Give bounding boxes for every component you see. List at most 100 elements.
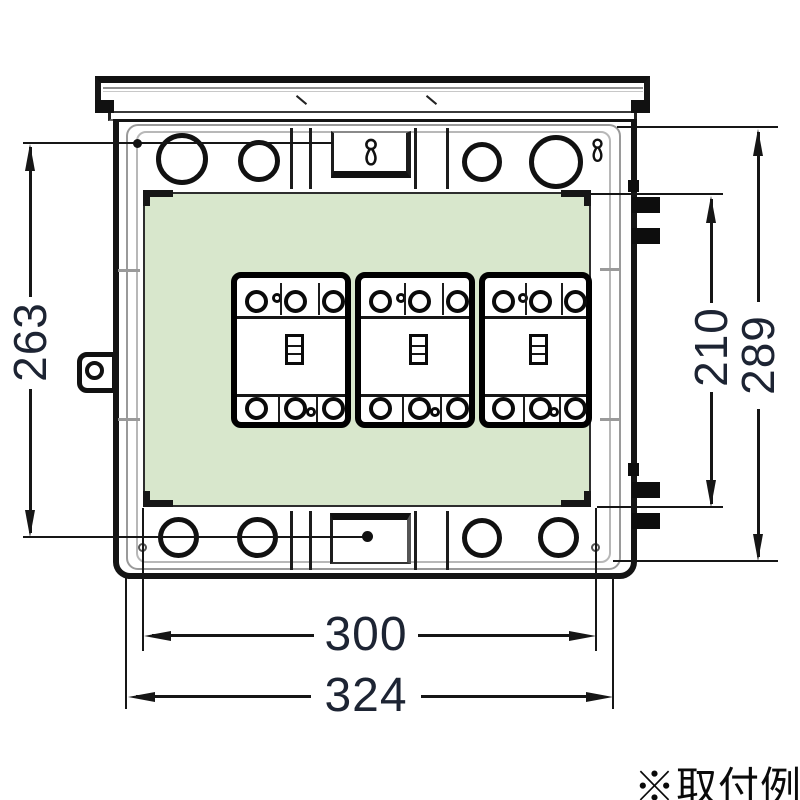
plate-corner-bracket: [561, 190, 591, 197]
terminal-circle: [529, 397, 552, 420]
contactor-3: [479, 272, 592, 428]
knockout-circle: [538, 517, 579, 558]
cluster-line: [446, 128, 449, 189]
dim-label-289: 289: [732, 315, 784, 395]
terminal-circle: [564, 397, 587, 420]
aux-terminal: [306, 407, 316, 417]
wall-tick: [118, 269, 140, 272]
inner-lip-outer: [126, 124, 621, 570]
plate-corner-bracket: [143, 190, 150, 206]
terminal-divider: [316, 396, 318, 422]
body-line: [237, 394, 345, 397]
wall-tick: [600, 418, 620, 421]
keyhole-icon: [365, 138, 377, 166]
aux-terminal: [430, 407, 440, 417]
cluster-line: [290, 511, 293, 570]
terminal-circle: [492, 397, 515, 420]
body-line: [237, 316, 345, 319]
contactor-1: [231, 272, 351, 428]
dim-label-324: 324: [324, 669, 408, 722]
terminal-circle: [284, 397, 307, 420]
mounting-tab: [77, 352, 117, 393]
cluster-line: [309, 511, 312, 570]
dim-263-line: [29, 389, 32, 533]
aux-terminal: [549, 407, 559, 417]
terminal-divider: [523, 396, 525, 422]
knockout-circle: [529, 135, 583, 189]
toggle: [285, 334, 304, 365]
body-line: [485, 394, 586, 397]
wall-tick: [600, 268, 620, 271]
terminal-circle: [284, 290, 307, 313]
toggle: [529, 334, 548, 365]
tab-hole: [85, 361, 104, 380]
terminal-circle: [369, 397, 392, 420]
dim-arrow: [753, 129, 763, 156]
knockout-circle: [462, 518, 502, 558]
dim-263-line: [29, 147, 32, 297]
terminal-divider: [280, 283, 282, 315]
contactor-2: [355, 272, 475, 428]
terminal-divider: [561, 283, 563, 315]
knockout-circle: [238, 140, 280, 182]
cluster-line: [414, 511, 417, 570]
terminal-circle: [369, 290, 392, 313]
dim-289-line: [757, 409, 760, 557]
plate-corner-bracket: [561, 500, 591, 507]
terminal-circle: [322, 397, 345, 420]
body-line: [361, 316, 469, 319]
lid-face-line: [103, 87, 643, 89]
cluster-line: [309, 128, 312, 189]
dim-210-ext-bottom: [597, 506, 723, 508]
dim-210-ext-top: [591, 193, 723, 195]
body-line: [485, 316, 586, 319]
terminal-circle: [492, 290, 515, 313]
dim-289-line: [757, 132, 760, 302]
wall-tick: [118, 418, 140, 421]
dim-210-line: [710, 199, 713, 303]
dim-label-263: 263: [4, 302, 56, 382]
terminal-circle: [408, 397, 431, 420]
terminal-divider: [402, 396, 404, 422]
dim-label-300: 300: [324, 608, 408, 661]
enclosure-lid: [95, 76, 650, 113]
dim-324-ext-left: [125, 574, 127, 709]
dim-arrow: [706, 196, 716, 223]
dim-arrow: [753, 534, 763, 561]
cluster-line: [290, 128, 293, 189]
lid-face-line: [103, 91, 643, 92]
mounting-foot: [632, 482, 660, 498]
terminal-divider: [278, 396, 280, 422]
terminal-divider: [525, 283, 527, 315]
plate-corner-bracket: [143, 491, 150, 507]
knockout-circle: [156, 133, 208, 185]
dim-324-line: [421, 695, 586, 698]
terminal-divider: [318, 283, 320, 315]
lid-corner-step: [631, 100, 650, 113]
dim-300-ext-right: [595, 508, 597, 651]
mounting-foot: [628, 180, 639, 192]
mounting-foot: [632, 197, 660, 213]
terminal-circle: [245, 290, 268, 313]
knockout-circle: [462, 142, 502, 182]
dim-label-210: 210: [685, 307, 737, 387]
terminal-circle: [446, 290, 469, 313]
keyhole-icon: [592, 138, 603, 163]
dim-324-line: [136, 695, 311, 698]
ref-dot: [133, 139, 142, 148]
terminal-circle: [529, 290, 552, 313]
dim-324-ext-right: [612, 574, 614, 709]
dim-300-line: [152, 634, 314, 637]
dim-300-ext-left: [142, 508, 144, 651]
plate-corner-bracket: [143, 190, 173, 197]
terminal-circle: [408, 290, 431, 313]
mounting-foot: [632, 513, 660, 529]
terminal-circle: [245, 397, 268, 420]
dim-arrow: [25, 510, 35, 537]
body-line: [361, 394, 469, 397]
dim-arrow: [144, 631, 171, 641]
dim-arrow: [586, 692, 613, 702]
plate-corner-bracket: [584, 491, 591, 507]
plate-corner-bracket: [584, 190, 591, 206]
terminal-circle: [564, 290, 587, 313]
